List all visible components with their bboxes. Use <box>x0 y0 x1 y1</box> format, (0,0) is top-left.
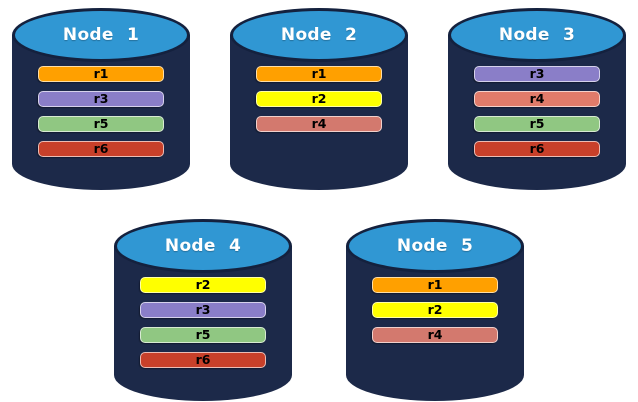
node-4-replica-r2: r2 <box>140 277 266 293</box>
node-5-cylinder-top: Node 5 <box>346 219 524 273</box>
node-2-replica-r4: r4 <box>256 116 382 132</box>
node-4-replica-r5: r5 <box>140 327 266 343</box>
node-1-replica-r1: r1 <box>38 66 164 82</box>
node-5-title: Node 5 <box>396 236 474 256</box>
node-3-replica-r6: r6 <box>474 141 600 157</box>
node-3-replica-r4: r4 <box>474 91 600 107</box>
node-5-cylinder: Node 5 r1 r2 r4 <box>346 219 524 401</box>
node-1-cylinder: Node 1 r1 r3 r5 r6 <box>12 8 190 190</box>
node-4-replica-list: r2 r3 r5 r6 <box>140 277 266 368</box>
node-row-bottom: Node 4 r2 r3 r5 r6 Node 5 r1 r2 r4 <box>0 219 638 401</box>
node-2-replica-r2: r2 <box>256 91 382 107</box>
node-2-title: Node 2 <box>280 25 358 45</box>
node-1-replica-r3: r3 <box>38 91 164 107</box>
node-4-cylinder: Node 4 r2 r3 r5 r6 <box>114 219 292 401</box>
node-2-replica-list: r1 r2 r4 <box>256 66 382 132</box>
node-5-replica-list: r1 r2 r4 <box>372 277 498 343</box>
node-row-top: Node 1 r1 r3 r5 r6 Node 2 r1 r2 r4 N <box>0 0 638 190</box>
node-1-replica-list: r1 r3 r5 r6 <box>38 66 164 157</box>
node-1-replica-r6: r6 <box>38 141 164 157</box>
node-3-title: Node 3 <box>498 25 576 45</box>
node-4-replica-r6: r6 <box>140 352 266 368</box>
node-3-replica-r3: r3 <box>474 66 600 82</box>
node-2-replica-r1: r1 <box>256 66 382 82</box>
node-5-replica-r2: r2 <box>372 302 498 318</box>
node-2-cylinder-top: Node 2 <box>230 8 408 62</box>
node-5-replica-r4: r4 <box>372 327 498 343</box>
node-3-cylinder-top: Node 3 <box>448 8 626 62</box>
node-3-cylinder: Node 3 r3 r4 r5 r6 <box>448 8 626 190</box>
node-4-title: Node 4 <box>164 236 242 256</box>
node-2-cylinder: Node 2 r1 r2 r4 <box>230 8 408 190</box>
node-5-replica-r1: r1 <box>372 277 498 293</box>
node-3-replica-list: r3 r4 r5 r6 <box>474 66 600 157</box>
node-1-cylinder-top: Node 1 <box>12 8 190 62</box>
node-1-title: Node 1 <box>62 25 140 45</box>
node-4-replica-r3: r3 <box>140 302 266 318</box>
node-1-replica-r5: r5 <box>38 116 164 132</box>
node-4-cylinder-top: Node 4 <box>114 219 292 273</box>
node-3-replica-r5: r5 <box>474 116 600 132</box>
